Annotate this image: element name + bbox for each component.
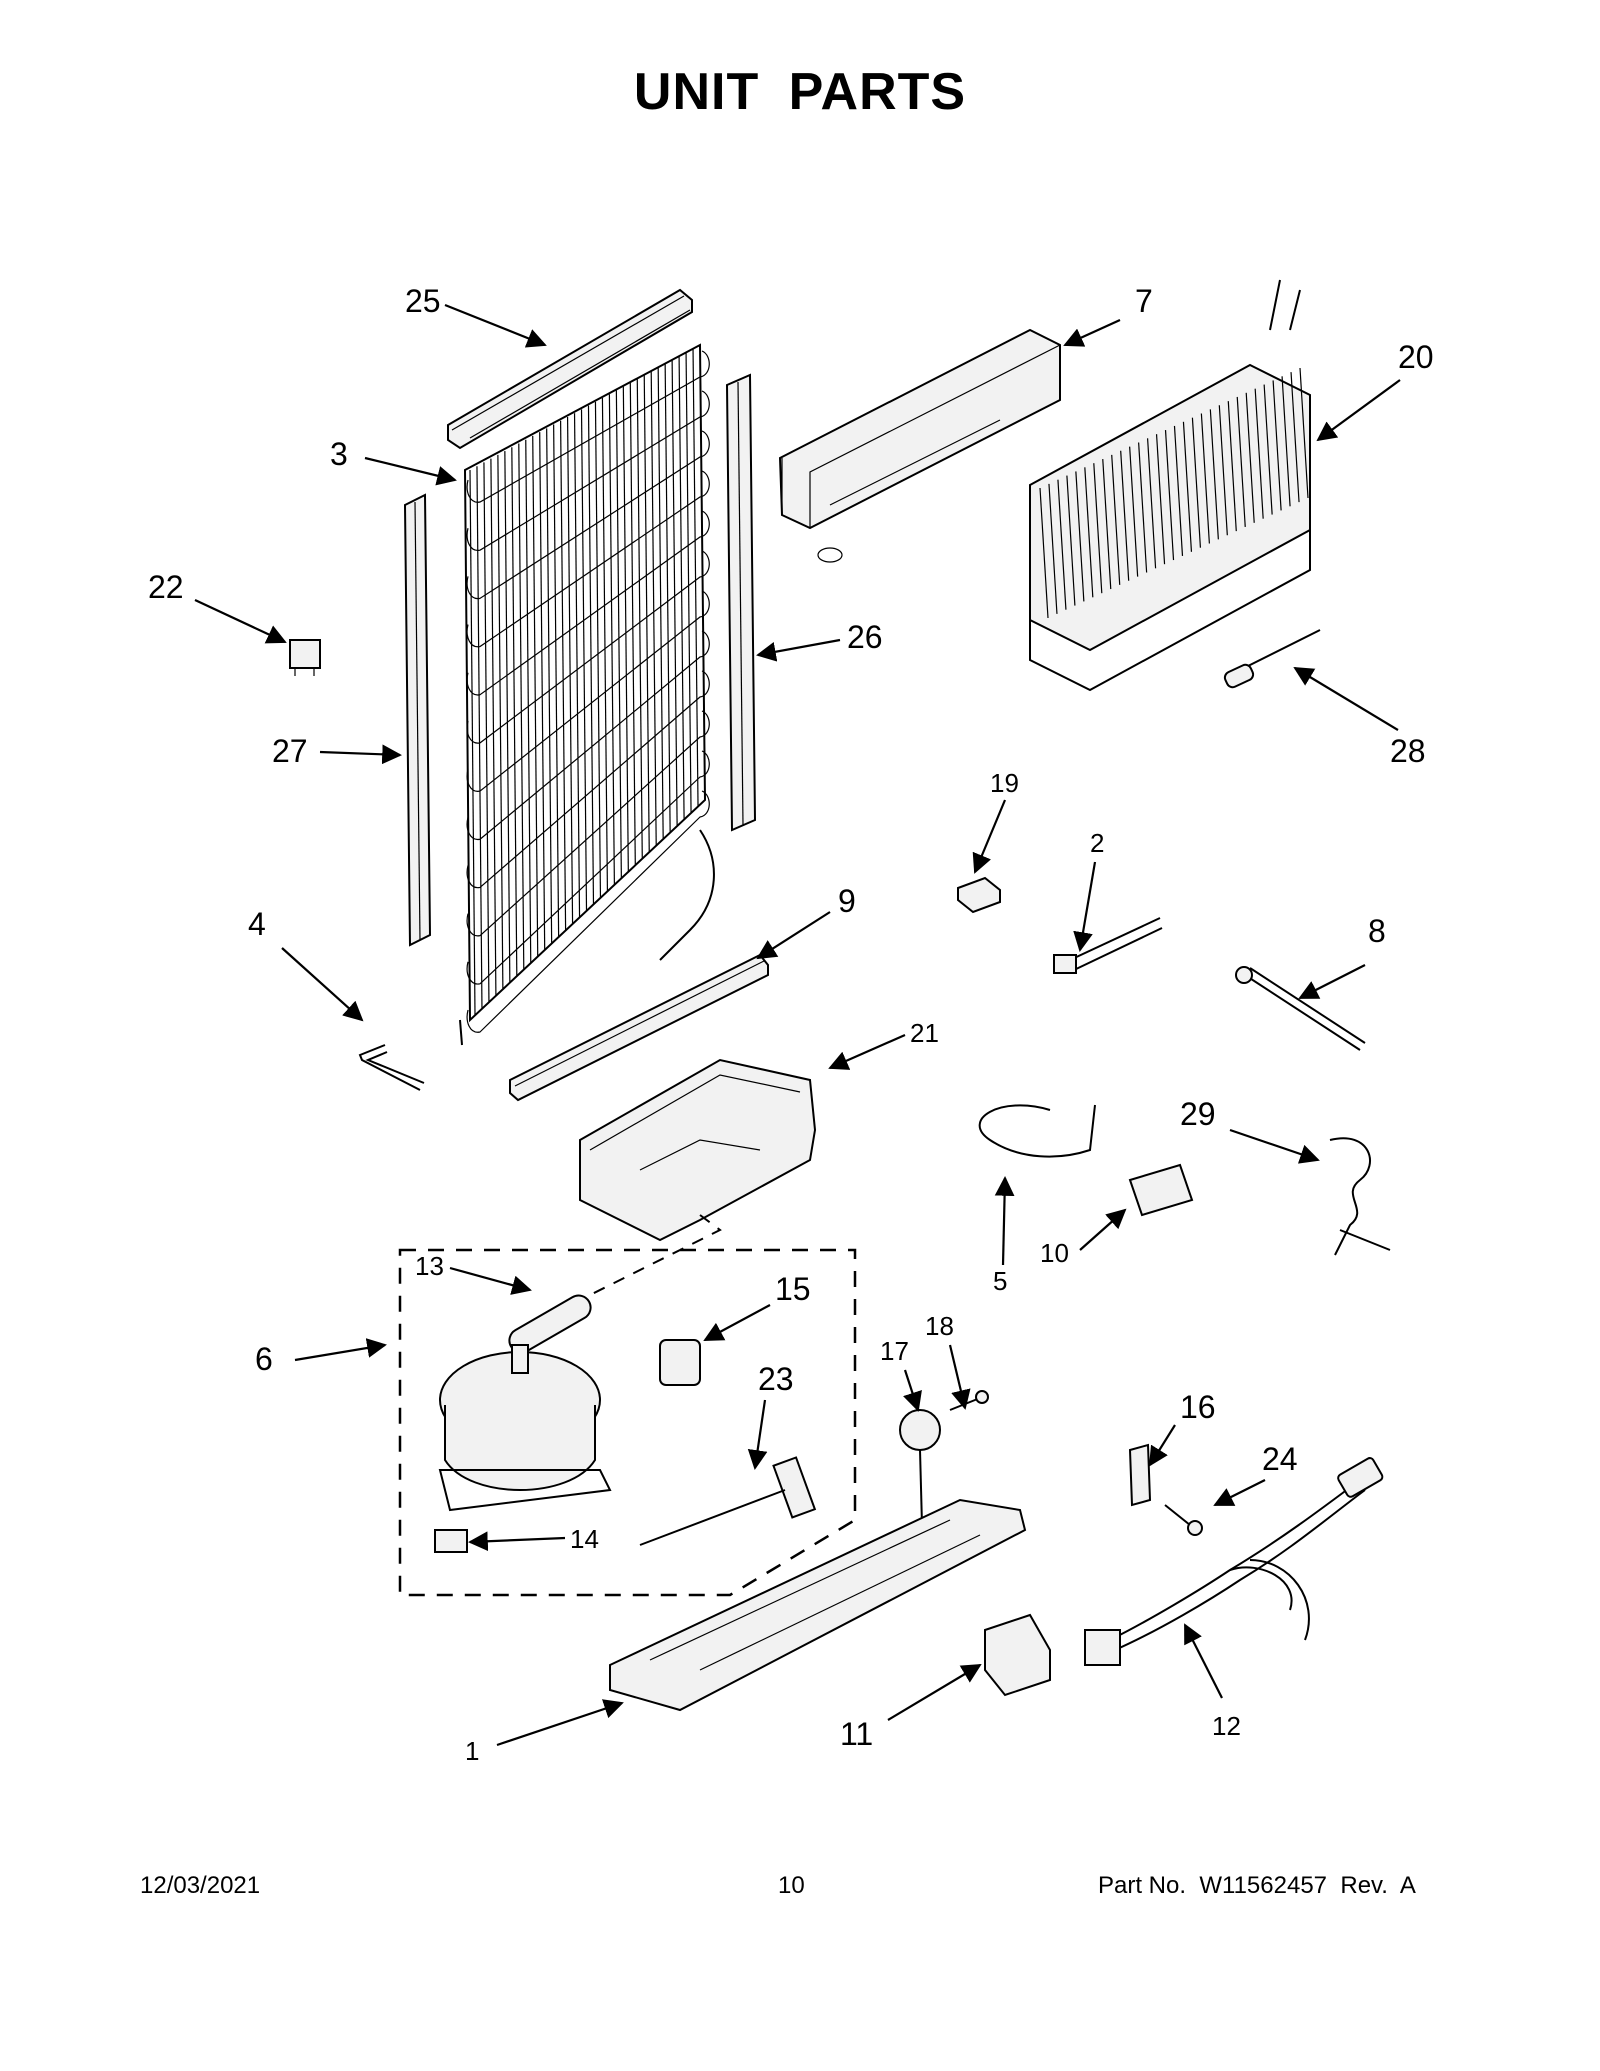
wire-harness (1084, 1457, 1384, 1666)
callout-3: 3 (330, 436, 348, 472)
callout-15: 15 (775, 1271, 811, 1307)
mounting-grommet (899, 1409, 941, 1526)
right-side-rail (725, 373, 757, 832)
compressor-base-plate (609, 1498, 1027, 1712)
callout-10: 10 (1040, 1238, 1069, 1268)
drain-heater (1235, 966, 1366, 1051)
compressor (438, 1344, 612, 1512)
condenser-top-bracket (447, 288, 693, 450)
footer-date: 12/03/2021 (140, 1872, 261, 1899)
callout-18: 18 (925, 1311, 954, 1341)
heater-element (1329, 1137, 1391, 1256)
callout-20: 20 (1398, 339, 1434, 375)
cable-tie (1053, 917, 1163, 974)
compressor-kit-outline (398, 1248, 857, 1597)
callout-17: 17 (880, 1336, 909, 1366)
callout-4: 4 (248, 906, 266, 942)
callout-29: 29 (1180, 1096, 1216, 1132)
mounting-screw (949, 1390, 989, 1411)
callout-22: 22 (148, 569, 184, 605)
callout-11: 11 (840, 1716, 873, 1752)
callout-26: 26 (847, 619, 883, 655)
callout-27: 27 (272, 733, 308, 769)
evaporator-cover (778, 328, 1061, 563)
drain-pan (579, 1058, 817, 1242)
drain-tube (358, 1044, 425, 1091)
footer-page-number: 10 (778, 1872, 805, 1899)
left-side-rail (403, 493, 432, 947)
callout-2: 2 (1090, 828, 1104, 858)
callout-leaders (194, 303, 1401, 1747)
foam-block (957, 876, 1001, 914)
evaporator (1029, 279, 1311, 692)
callout-14: 14 (570, 1524, 599, 1554)
insulation-pad (1128, 1163, 1194, 1217)
callout-7: 7 (1135, 283, 1153, 319)
callout-28: 28 (1390, 733, 1426, 769)
callout-25: 25 (405, 283, 441, 319)
callout-5: 5 (993, 1266, 1007, 1296)
callout-1: 1 (465, 1736, 479, 1766)
callout-16: 16 (1180, 1389, 1216, 1425)
callout-23: 23 (758, 1361, 794, 1397)
compressor-grommet (434, 1529, 468, 1553)
condenser-coil (459, 343, 715, 1046)
ground-screw (1164, 1504, 1203, 1536)
callout-24: 24 (1262, 1441, 1298, 1477)
callout-12: 12 (1212, 1711, 1241, 1741)
callout-numbers: 25 7 20 3 22 26 27 28 19 2 4 9 8 21 29 1… (148, 283, 1434, 1766)
footer-part-number: Part No. W11562457 Rev. A (1098, 1872, 1416, 1899)
start-relay (659, 1339, 701, 1386)
ground-bracket (1128, 1443, 1152, 1507)
callout-8: 8 (1368, 913, 1386, 949)
callout-21: 21 (910, 1018, 939, 1048)
page-title: UNIT PARTS (633, 63, 967, 121)
callout-13: 13 (415, 1251, 444, 1281)
callout-6: 6 (255, 1341, 273, 1377)
electronic-control (984, 1613, 1051, 1697)
overload-protector (639, 1456, 817, 1546)
wire-clip (289, 639, 321, 676)
defrost-sensor (1223, 629, 1321, 689)
callout-19: 19 (990, 768, 1019, 798)
suction-tube (978, 1104, 1096, 1158)
callout-9: 9 (838, 883, 856, 919)
